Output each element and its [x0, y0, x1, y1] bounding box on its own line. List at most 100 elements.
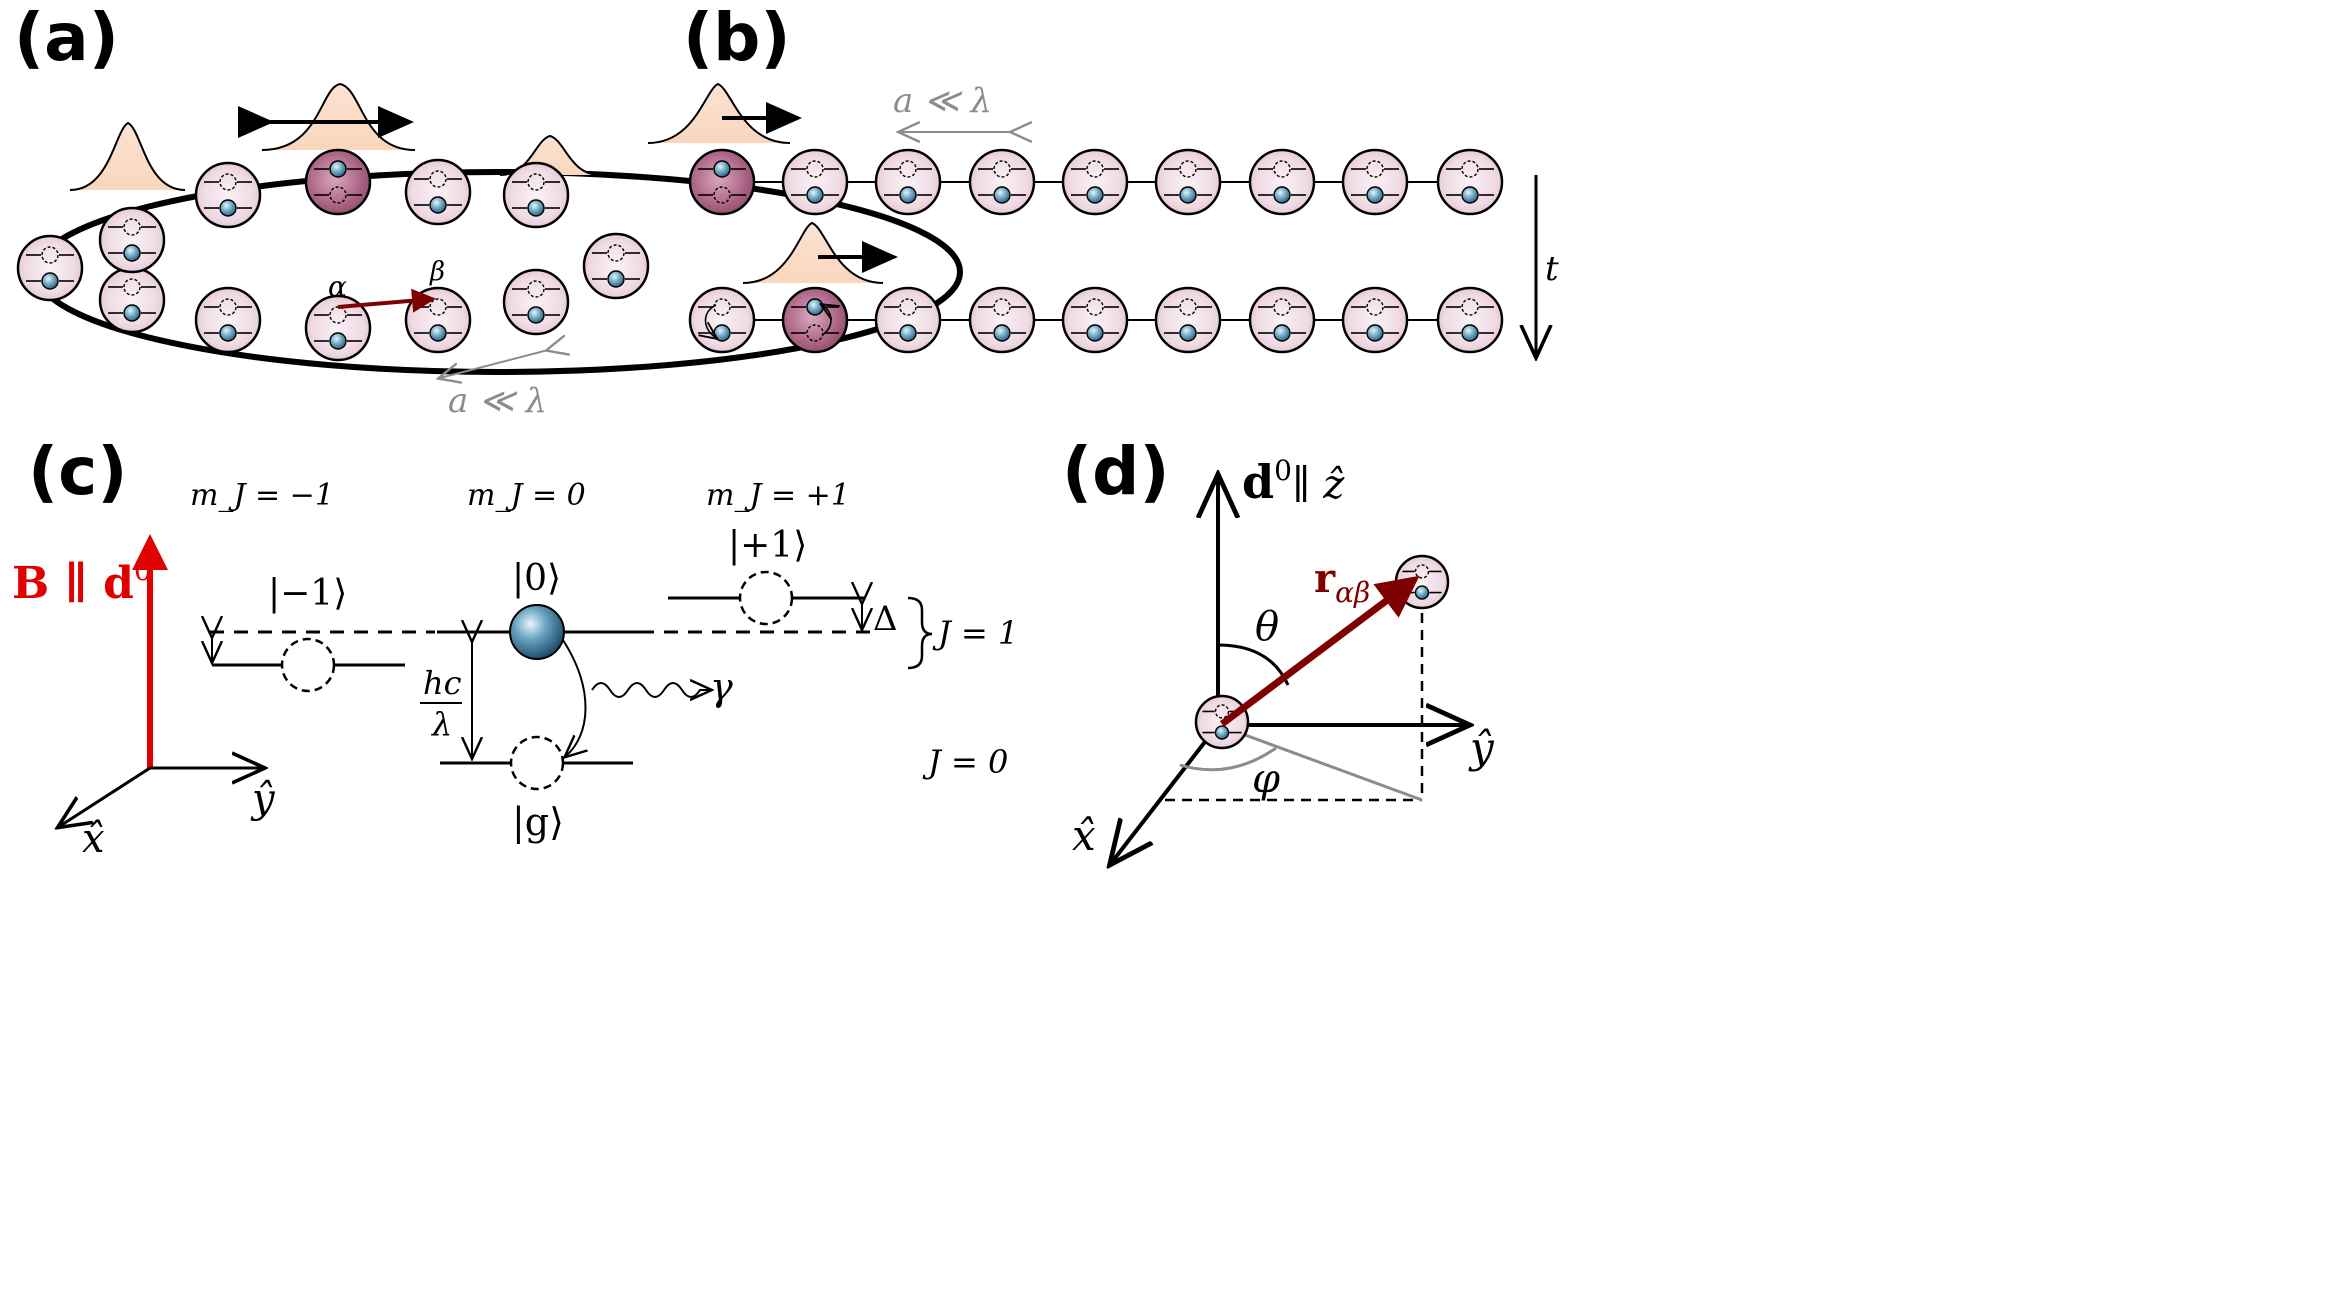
ring-site-10 — [502, 161, 570, 229]
chain-bottom-site-5 — [1154, 286, 1222, 354]
chain-bottom-site-7 — [1341, 286, 1409, 354]
site-circle — [688, 148, 756, 216]
empty-level — [899, 160, 917, 178]
empty-level — [1461, 298, 1479, 316]
exchange-arc-left — [706, 304, 717, 338]
ring-site-2 — [194, 286, 262, 354]
panel-b: (b) a ≪ λ t — [647, 0, 1559, 355]
chain-top-site-6 — [1248, 148, 1316, 216]
excited-atom — [509, 604, 565, 660]
hc-label: hc — [423, 664, 462, 702]
ring-site-0 — [16, 234, 84, 302]
j0-label: J = 0 — [922, 743, 1008, 781]
spacing-label-a: a ≪ λ — [448, 381, 547, 421]
exchange-arc-right — [822, 305, 831, 336]
site-circle — [502, 268, 570, 336]
atom — [1366, 186, 1384, 204]
wavepacket-bottom — [743, 223, 883, 283]
site-circle — [98, 206, 166, 274]
panel-d-label: (d) — [1062, 433, 1170, 510]
empty-level — [1461, 160, 1479, 178]
empty-level — [527, 280, 545, 298]
site-circle — [874, 286, 942, 354]
empty-level — [1273, 298, 1291, 316]
chain-top-site-0 — [688, 148, 756, 216]
site-circle — [968, 148, 1036, 216]
phi-label: φ — [1252, 756, 1280, 802]
site-circle — [781, 286, 849, 354]
theta-label: θ — [1255, 604, 1279, 650]
atom — [899, 324, 917, 342]
ring-sites — [16, 148, 650, 362]
atom — [1461, 186, 1479, 204]
ring-site-7 — [194, 161, 262, 229]
r-vector — [1219, 575, 1420, 727]
chain-top-site-1 — [781, 148, 849, 216]
atom — [429, 324, 447, 342]
chain-bottom-site-1 — [781, 286, 849, 354]
atom — [607, 270, 625, 288]
panel-a: (a) α β a ≪ λ — [14, 0, 963, 421]
atom — [1214, 725, 1230, 740]
atom — [899, 186, 917, 204]
ring-site-4 — [404, 286, 472, 354]
panel-c: (c) B ∥ d0 ŷ x̂ m_J = −1 m_J = 0 m_J = +… — [12, 433, 1018, 862]
atom — [1179, 324, 1197, 342]
atom — [329, 160, 347, 178]
atom — [123, 304, 141, 322]
ket-g-label: |g⟩ — [512, 800, 564, 844]
site-circle — [502, 161, 570, 229]
site-circle — [98, 266, 166, 334]
ring-site-6 — [582, 232, 650, 300]
wavepacket-left — [70, 123, 185, 190]
empty-level — [993, 160, 1011, 178]
state-plus — [738, 570, 794, 626]
alpha-label: α — [328, 270, 347, 303]
chain-bottom-site-4 — [1061, 286, 1129, 354]
atom — [527, 199, 545, 217]
empty-level — [41, 246, 59, 264]
empty-level — [1214, 704, 1230, 719]
empty-level — [219, 173, 237, 191]
atom — [219, 324, 237, 342]
state-minus — [280, 637, 336, 693]
empty-level — [713, 298, 731, 316]
dipole-label: d0∥ ẑ — [1242, 454, 1345, 509]
ring-site-8 — [304, 148, 372, 216]
ring-site-11 — [98, 206, 166, 274]
empty-level — [713, 186, 731, 204]
site-circle — [1061, 286, 1129, 354]
site-circle — [1061, 148, 1129, 216]
mj-zero-label: m_J = 0 — [467, 478, 586, 513]
empty-level — [899, 298, 917, 316]
atom — [993, 186, 1011, 204]
x-axis-c — [60, 766, 151, 826]
atom — [123, 244, 141, 262]
wavepacket-center — [262, 84, 415, 150]
atom — [219, 199, 237, 217]
b-field-label: B ∥ d0 — [12, 554, 152, 609]
empty-level — [607, 244, 625, 262]
mj-plus-label: m_J = +1 — [706, 478, 850, 513]
site-circle — [874, 148, 942, 216]
empty-level — [993, 298, 1011, 316]
x-axis-d — [1112, 723, 1220, 862]
empty-level — [123, 278, 141, 296]
atom — [1366, 324, 1384, 342]
empty-level — [527, 173, 545, 191]
ket-zero-label: |0⟩ — [512, 558, 561, 599]
wavepacket-top — [648, 84, 790, 143]
site-circle — [1248, 148, 1316, 216]
empty-level — [1179, 298, 1197, 316]
spacing-arrow-a — [440, 350, 548, 378]
chain-top-site-3 — [968, 148, 1036, 216]
gamma-label: γ — [710, 665, 733, 709]
site-circle — [404, 286, 472, 354]
atom — [1414, 585, 1430, 600]
lambda-label: λ — [430, 705, 452, 743]
site-circle — [1436, 286, 1504, 354]
chain-top-site-7 — [1341, 148, 1409, 216]
ring-site-5 — [502, 268, 570, 336]
chain-top-site-8 — [1436, 148, 1504, 216]
